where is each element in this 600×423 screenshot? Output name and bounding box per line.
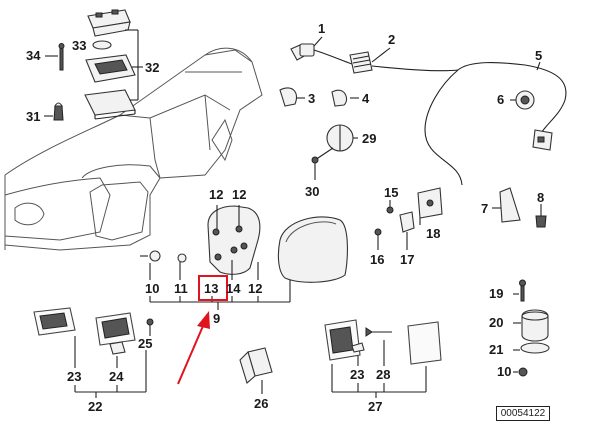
- mirror-base-plate: [207, 205, 261, 275]
- label-2: 2: [388, 32, 395, 47]
- label-19: 19: [489, 286, 503, 301]
- label-10a: 10: [145, 281, 159, 296]
- callout-labels: 1 2 3 4 5 6 7 8 9 10 10 11 12 12 12 13 1…: [26, 21, 544, 414]
- screw-12c: [240, 242, 248, 250]
- triangle-cover-group: [492, 187, 547, 228]
- label-15: 15: [384, 185, 398, 200]
- label-17: 17: [400, 252, 414, 267]
- vehicle-body-sketch: [4, 47, 263, 251]
- screw-12a: [212, 228, 220, 236]
- label-24: 24: [109, 369, 124, 384]
- screw-12d: [230, 246, 238, 254]
- label-12b: 12: [232, 187, 246, 202]
- part-33-gasket: [92, 40, 112, 50]
- part-16-screw: [374, 228, 382, 236]
- label-25: 25: [138, 336, 152, 351]
- part-7-cover: [499, 187, 521, 223]
- label-14: 14: [226, 281, 241, 296]
- screw-12b: [235, 225, 243, 233]
- part-10-nut-b: [518, 367, 528, 377]
- part-15-screw: [386, 206, 394, 214]
- label-12a: 12: [209, 187, 223, 202]
- label-8: 8: [537, 190, 544, 205]
- mirror-glass: [277, 216, 348, 283]
- label-10b: 10: [497, 364, 511, 379]
- highlight-box: [198, 275, 228, 301]
- label-5: 5: [535, 48, 542, 63]
- part-11-washer: [177, 253, 187, 263]
- label-13: 13: [204, 281, 218, 296]
- part-10-nut: [149, 250, 161, 262]
- label-7: 7: [481, 201, 488, 216]
- label-30: 30: [305, 184, 319, 199]
- label-27: 27: [368, 399, 382, 414]
- label-23b: 23: [350, 367, 364, 382]
- lamp-right-group: [324, 319, 442, 398]
- label-31: 31: [26, 109, 40, 124]
- label-11: 11: [174, 281, 188, 296]
- part-34-pin: [59, 45, 64, 71]
- label-4: 4: [362, 91, 370, 106]
- label-26: 26: [254, 396, 268, 411]
- label-33: 33: [72, 38, 86, 53]
- part-24-clip: [109, 341, 126, 355]
- wiring-group: [279, 36, 567, 186]
- motor-group: [374, 187, 443, 250]
- label-1: 1: [318, 21, 325, 36]
- label-18: 18: [426, 226, 440, 241]
- label-22: 22: [88, 399, 102, 414]
- part-8-clip: [535, 215, 547, 228]
- part-32-lens: [84, 89, 136, 116]
- part-4-clip: [331, 89, 348, 107]
- label-28: 28: [376, 367, 390, 382]
- label-16: 16: [370, 252, 384, 267]
- part-17-motor: [399, 211, 415, 233]
- part-25-screw: [146, 318, 154, 326]
- highlight-arrow: [197, 311, 210, 329]
- highlight-callout: [177, 275, 228, 385]
- light-assembly-group: [44, 9, 143, 121]
- label-34: 34: [26, 48, 41, 63]
- part-33-clip: [95, 12, 103, 18]
- part-21-ring: [520, 342, 550, 354]
- part-3-clip: [279, 87, 298, 107]
- mirror-group: [140, 205, 348, 310]
- part-30-screw: [311, 156, 319, 164]
- socket-group: [513, 279, 550, 377]
- label-29: 29: [362, 131, 376, 146]
- part-26-group: [239, 347, 273, 394]
- label-12c: 12: [248, 281, 262, 296]
- label-6: 6: [497, 92, 504, 107]
- screw-13: [214, 253, 222, 261]
- diagram-reference-code: 00054122: [496, 406, 550, 421]
- label-21: 21: [489, 342, 503, 357]
- part-31-bulb: [53, 105, 64, 121]
- label-9: 9: [213, 311, 220, 326]
- part-27-cover: [407, 321, 442, 365]
- label-20: 20: [489, 315, 503, 330]
- part-2-grommet: [349, 51, 373, 74]
- lamp-lower-group: [33, 307, 154, 398]
- label-3: 3: [308, 91, 315, 106]
- label-23a: 23: [67, 369, 81, 384]
- label-32: 32: [145, 60, 159, 75]
